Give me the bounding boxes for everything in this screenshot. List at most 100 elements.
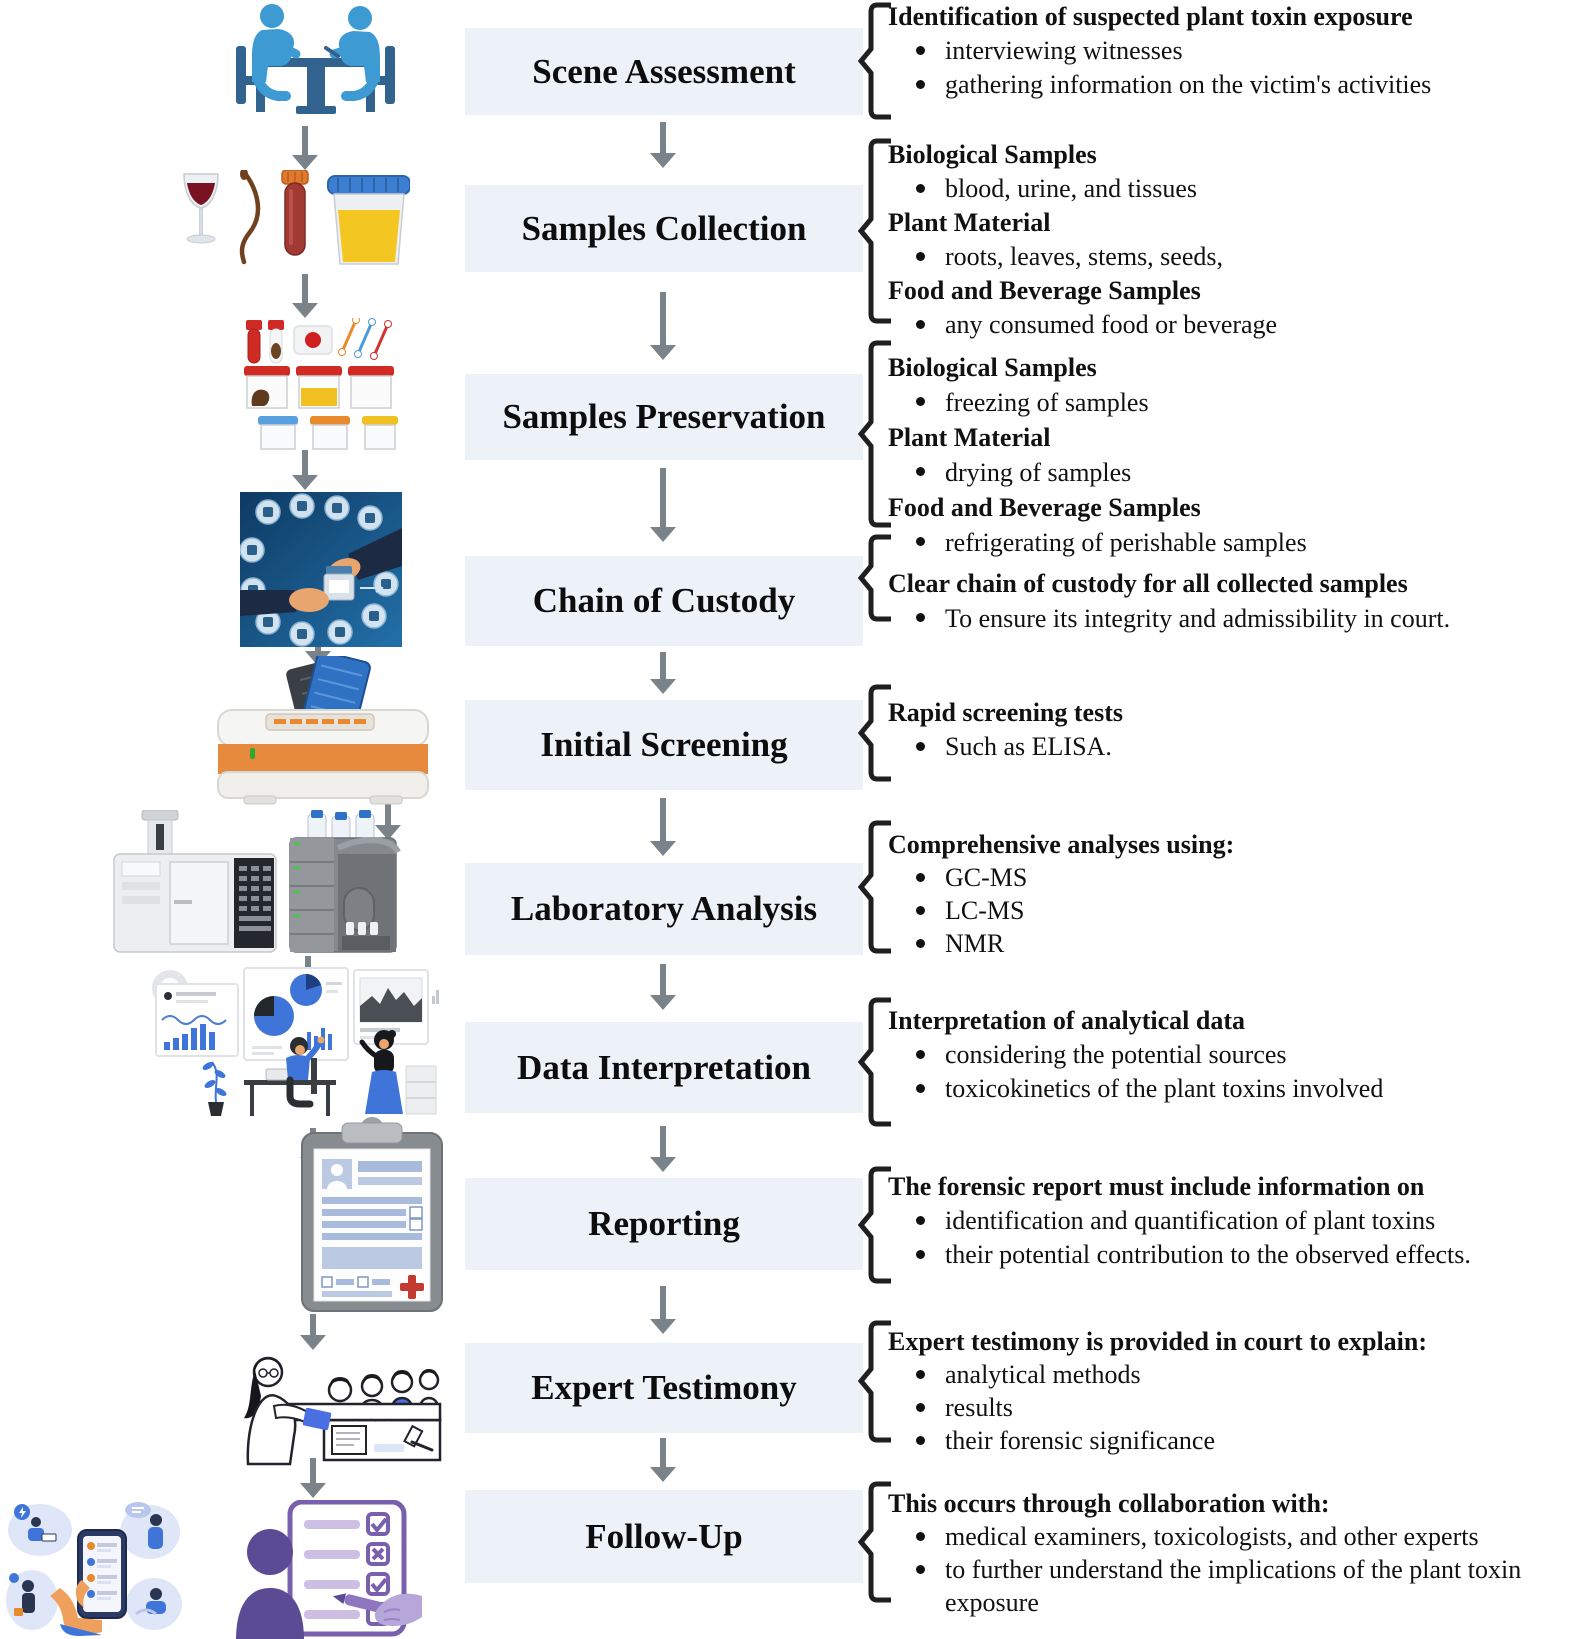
detail-bullet: roots, leaves, stems, seeds, [888, 240, 1588, 274]
elisa-analyzer-icon [217, 656, 429, 805]
step-title: Samples Preservation [502, 397, 826, 436]
curly-brace [858, 684, 891, 782]
details-initial-screening: Rapid screening tests Such as ELISA. [888, 696, 1588, 764]
down-arrow [650, 1286, 676, 1334]
detail-header: Interpretation of analytical data [888, 1006, 1245, 1035]
detail-bullet: their forensic significance [888, 1424, 1588, 1457]
down-arrow [650, 1126, 676, 1172]
detail-header: Comprehensive analyses using: [888, 830, 1235, 859]
down-arrow [375, 798, 401, 840]
detail-bullet: identification and quantification of pla… [888, 1204, 1588, 1238]
detail-bullet: Such as ELISA. [888, 730, 1588, 764]
detail-bullet: toxicokinetics of the plant toxins invol… [888, 1072, 1588, 1106]
detail-bullet: freezing of samples [888, 385, 1588, 420]
down-arrow [300, 1314, 326, 1350]
detail-bullet: interviewing witnesses [888, 34, 1588, 68]
down-arrow [650, 468, 676, 542]
stepbox-samples-preservation: Samples Preservation [465, 374, 863, 460]
down-arrow [650, 652, 676, 694]
detail-header: Biological Samples [888, 140, 1097, 169]
curly-brace [858, 138, 891, 324]
detail-header: Rapid screening tests [888, 698, 1123, 727]
stepbox-samples-collection: Samples Collection [465, 185, 863, 272]
step-title: Chain of Custody [532, 581, 796, 620]
detail-bullet: refrigerating of perishable samples [888, 525, 1588, 560]
step-title: Laboratory Analysis [510, 889, 818, 928]
data-charts-icon [152, 967, 439, 1116]
stepbox-follow-up: Follow-Up [465, 1490, 863, 1583]
curly-brace [858, 340, 891, 528]
details-samples-preservation: Biological Samples freezing of samples P… [888, 350, 1588, 560]
details-data-interpretation: Interpretation of analytical data consid… [888, 1004, 1588, 1106]
custody-handover-icon [240, 492, 402, 647]
lab-instruments-icon [113, 810, 401, 953]
detail-bullet: To ensure its integrity and admissibilit… [888, 601, 1588, 636]
details-chain-of-custody: Clear chain of custody for all collected… [888, 566, 1588, 636]
clipboard-report-icon [301, 1117, 443, 1312]
stepbox-laboratory-analysis: Laboratory Analysis [465, 863, 863, 955]
detail-bullet: blood, urine, and tissues [888, 172, 1588, 206]
details-samples-collection: Biological Samples blood, urine, and tis… [888, 138, 1588, 342]
down-arrow [650, 292, 676, 360]
stepbox-scene-assessment: Scene Assessment [465, 28, 863, 115]
curly-brace [858, 997, 891, 1127]
stepbox-reporting: Reporting [465, 1178, 863, 1270]
step-title: Samples Collection [521, 208, 807, 248]
step-title: Reporting [588, 1204, 740, 1243]
detail-header: Plant Material [888, 208, 1051, 237]
step-title: Expert Testimony [531, 1368, 797, 1407]
detail-bullet: considering the potential sources [888, 1038, 1588, 1072]
detail-header: Clear chain of custody for all collected… [888, 569, 1408, 598]
curly-brace [858, 1481, 891, 1603]
detail-bullet: LC-MS [888, 894, 1588, 927]
detail-header: Food and Beverage Samples [888, 493, 1201, 522]
details-follow-up: This occurs through collaboration with: … [888, 1487, 1588, 1619]
detail-bullet: results [888, 1391, 1588, 1424]
detail-bullet: NMR [888, 927, 1588, 960]
detail-bullet: medical examiners, toxicologists, and ot… [888, 1520, 1588, 1553]
detail-bullet: GC-MS [888, 861, 1588, 894]
detail-bullet: their potential contribution to the obse… [888, 1238, 1588, 1272]
detail-bullet: analytical methods [888, 1358, 1588, 1391]
down-arrow [292, 274, 318, 318]
down-arrow [292, 450, 318, 490]
detail-header: This occurs through collaboration with: [888, 1489, 1330, 1518]
details-laboratory-analysis: Comprehensive analyses using: GC-MS LC-M… [888, 828, 1588, 960]
down-arrow [300, 1458, 326, 1498]
curly-brace [858, 2, 891, 120]
detail-bullet: gathering information on the victim's ac… [888, 68, 1588, 102]
curly-brace [858, 820, 891, 954]
courtroom-testimony-icon [244, 1356, 442, 1466]
down-arrow [650, 122, 676, 168]
down-arrow [650, 798, 676, 856]
detail-bullet: to further understand the implications o… [888, 1553, 1588, 1619]
followup-checklist-icon [236, 1500, 422, 1639]
stepbox-data-interpretation: Data Interpretation [465, 1022, 863, 1113]
detail-header: Expert testimony is provided in court to… [888, 1327, 1428, 1356]
curly-brace [858, 1166, 891, 1284]
detail-header: Identification of suspected plant toxin … [888, 2, 1413, 31]
detail-header: Plant Material [888, 423, 1051, 452]
details-expert-testimony: Expert testimony is provided in court to… [888, 1325, 1588, 1457]
detail-header: Food and Beverage Samples [888, 276, 1201, 305]
details-reporting: The forensic report must include informa… [888, 1170, 1588, 1272]
detail-bullet: drying of samples [888, 455, 1588, 490]
down-arrow [650, 1438, 676, 1482]
down-arrow [292, 126, 318, 170]
sample-containers-icon [244, 318, 398, 450]
specimen-samples-icon [183, 170, 410, 265]
step-title: Data Interpretation [517, 1047, 811, 1087]
stepbox-chain-of-custody: Chain of Custody [465, 556, 863, 646]
down-arrow [650, 964, 676, 1010]
step-title: Scene Assessment [532, 51, 796, 91]
interview-icon [236, 4, 395, 114]
followup-phone-community-icon [6, 1502, 182, 1636]
stepbox-initial-screening: Initial Screening [465, 700, 863, 790]
curly-brace [858, 534, 891, 622]
step-title: Follow-Up [585, 1516, 743, 1556]
details-scene-assessment: Identification of suspected plant toxin … [888, 0, 1588, 102]
curly-brace [858, 1320, 891, 1443]
stepbox-expert-testimony: Expert Testimony [465, 1343, 863, 1433]
detail-header: The forensic report must include informa… [888, 1172, 1425, 1201]
